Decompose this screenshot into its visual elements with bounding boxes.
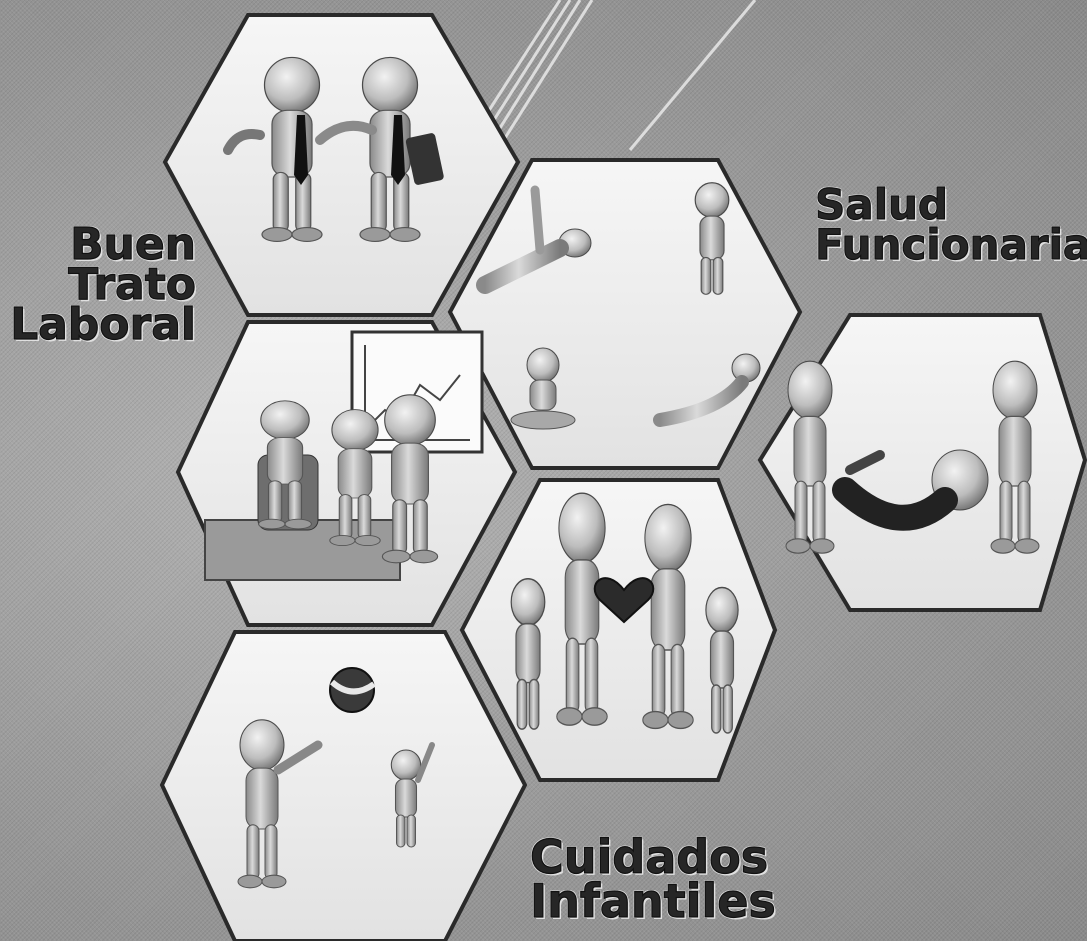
family-with-heart-icon [510,492,739,734]
label-line: Trato [68,259,197,310]
carrying-person-hexagon [757,313,1087,612]
salud-funcionaria-label: Salud Funcionaria [814,180,1087,269]
label-line: Buen [69,219,196,270]
label-line: Funcionaria [814,220,1087,269]
ball-play-hexagon [159,630,528,941]
office-meeting-whiteboard-icon [204,330,484,581]
adult-child-beach-ball-icon [237,667,435,889]
cuidados-infantiles-label: Cuidados Infantiles [529,830,780,928]
yoga-poses-hexagon [447,158,803,470]
label-line: Infantiles [529,874,776,928]
buen-trato-laboral-label: Buen Trato Laboral [8,219,197,350]
coworkers-with-ties-icon [223,56,444,243]
two-colleagues-hexagon [162,13,521,317]
label-line: Laboral [9,299,196,350]
meeting-presentation-hexagon [175,320,518,627]
label-line: Salud [814,180,948,229]
family-heart-hexagon [459,478,778,782]
decorative-lines [468,0,757,151]
help-carry-colleague-icon [785,360,1040,554]
label-line: Cuidados [529,830,769,884]
stretching-figures-icon [476,182,761,430]
